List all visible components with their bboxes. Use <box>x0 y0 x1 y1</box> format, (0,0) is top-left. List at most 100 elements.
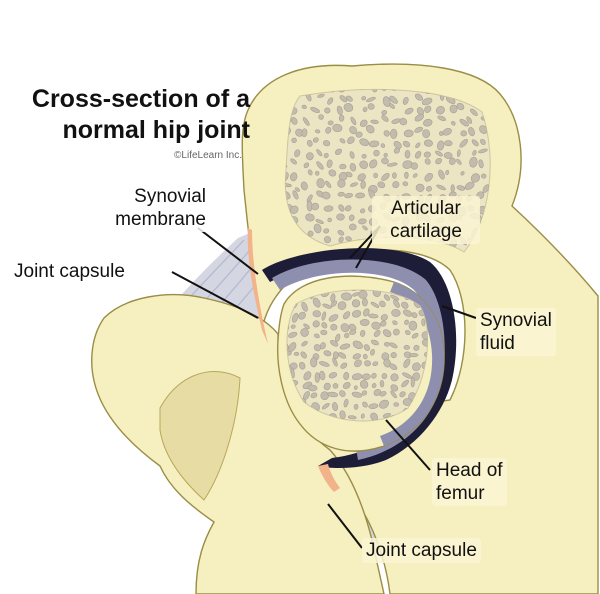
cancellous-pore <box>347 415 357 420</box>
cancellous-pore <box>324 107 331 114</box>
cancellous-pore <box>301 104 307 110</box>
cancellous-pore <box>357 173 366 182</box>
cancellous-pore <box>317 93 325 98</box>
cancellous-pore <box>381 109 387 116</box>
cancellous-pore <box>345 171 353 178</box>
cancellous-pore <box>290 324 296 329</box>
cancellous-pore <box>377 181 386 189</box>
cancellous-pore <box>404 319 409 325</box>
cancellous-pore <box>311 202 320 211</box>
cancellous-pore <box>288 331 298 338</box>
cancellous-pore <box>351 310 362 318</box>
cancellous-pore <box>479 125 488 134</box>
cancellous-pore <box>325 126 332 134</box>
cancellous-pore <box>301 341 308 347</box>
label-synovial-membrane-line-2: membrane <box>115 209 206 230</box>
cancellous-pore <box>388 103 396 109</box>
title-line-1: Cross-section of a <box>31 85 250 113</box>
cancellous-pore <box>436 184 447 191</box>
label-joint-capsule-upper-text: Joint capsule <box>14 261 125 282</box>
cancellous-pore <box>482 184 490 193</box>
cancellous-pore <box>292 190 299 200</box>
cancellous-pore <box>316 149 323 157</box>
cancellous-pore <box>389 342 398 349</box>
cancellous-pore <box>319 370 326 381</box>
cancellous-pore <box>307 139 313 147</box>
cancellous-pore <box>327 391 339 398</box>
cancellous-pore <box>466 116 473 124</box>
cancellous-pore <box>470 173 480 183</box>
cancellous-pore <box>459 138 468 148</box>
cancellous-pore <box>372 361 379 367</box>
cancellous-pore <box>478 148 488 154</box>
cancellous-pore <box>345 95 353 102</box>
cancellous-pore <box>301 128 308 138</box>
cancellous-pore <box>339 95 348 103</box>
cancellous-pore <box>330 323 338 331</box>
cancellous-pore <box>435 105 445 115</box>
cancellous-pore <box>325 180 332 189</box>
cancellous-pore <box>361 96 367 101</box>
cancellous-pore <box>438 131 444 136</box>
cancellous-pore <box>450 184 455 193</box>
cancellous-pore <box>404 149 411 159</box>
cancellous-pore <box>339 390 346 397</box>
label-synovial-membrane: Synovial membrane <box>100 184 210 232</box>
cancellous-pore <box>303 371 312 381</box>
cancellous-pore <box>307 384 318 392</box>
cancellous-pore <box>373 389 382 396</box>
cancellous-pore <box>328 372 338 379</box>
cancellous-pore <box>399 117 408 126</box>
cancellous-pore <box>323 205 334 212</box>
cancellous-pore <box>359 208 366 214</box>
cancellous-pore <box>438 169 445 180</box>
label-head-of-femur-line-2: femur <box>436 483 485 504</box>
cancellous-pore <box>370 348 375 356</box>
cancellous-pore <box>412 173 418 178</box>
cancellous-pore <box>348 214 355 222</box>
cancellous-pore <box>302 117 310 126</box>
cancellous-pore <box>323 350 332 357</box>
cancellous-pore <box>380 320 387 327</box>
cancellous-pore <box>328 169 337 177</box>
cancellous-pore <box>399 391 406 398</box>
label-joint-capsule-lower: Joint capsule <box>362 538 481 563</box>
cancellous-pore <box>328 314 339 322</box>
label-articular-cartilage-line-2: cartilage <box>390 221 462 242</box>
cancellous-pore <box>338 352 347 359</box>
cancellous-pore <box>361 298 368 307</box>
cancellous-pore <box>423 151 431 158</box>
cancellous-pore <box>480 138 486 145</box>
cancellous-pore <box>422 129 431 138</box>
cancellous-pore <box>361 153 367 159</box>
cancellous-pore <box>312 310 321 318</box>
cancellous-pore <box>343 311 351 320</box>
cancellous-pore <box>334 148 343 155</box>
cancellous-pore <box>344 193 353 199</box>
cancellous-pore <box>373 149 380 157</box>
label-articular-cartilage-line-1: Articular <box>391 198 461 219</box>
cancellous-pore <box>321 322 328 329</box>
cancellous-pore <box>370 301 380 308</box>
cancellous-pore <box>314 170 320 176</box>
cancellous-pore <box>403 358 411 368</box>
synovial-membrane-upper <box>247 228 268 344</box>
cancellous-pore <box>413 344 420 351</box>
cancellous-pore <box>291 312 299 323</box>
cancellous-pore <box>402 96 409 105</box>
cancellous-pore <box>414 93 423 101</box>
cancellous-pore <box>368 403 379 409</box>
cancellous-pore <box>393 328 400 336</box>
cancellous-pore <box>341 292 352 301</box>
cancellous-pore <box>402 140 411 148</box>
cancellous-pore <box>298 361 306 370</box>
cancellous-pore <box>305 213 315 222</box>
cancellous-pore <box>313 223 322 234</box>
cancellous-pore <box>312 320 320 328</box>
cancellous-pore <box>381 115 389 122</box>
cancellous-pore <box>353 403 359 410</box>
cancellous-pore <box>359 380 369 389</box>
cancellous-pore <box>370 339 379 346</box>
cancellous-pore <box>332 402 338 412</box>
cancellous-pore <box>298 311 306 320</box>
